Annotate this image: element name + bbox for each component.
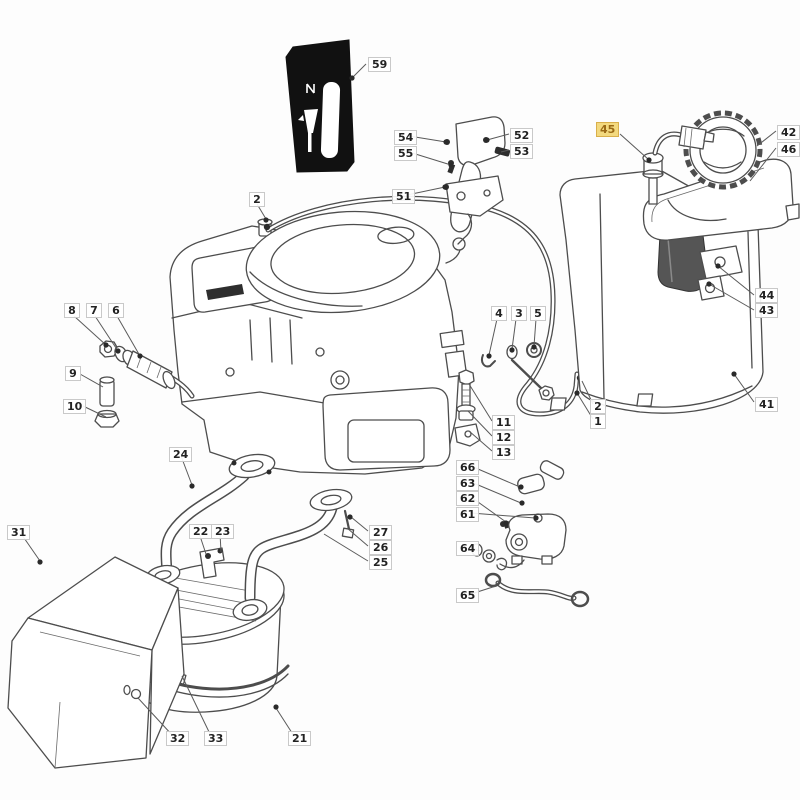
part-label-9[interactable]: 9	[65, 366, 81, 381]
part-label-51[interactable]: 51	[392, 189, 416, 204]
part-label-64[interactable]: 64	[456, 541, 480, 556]
part-label-59[interactable]: 59	[368, 57, 392, 72]
part-label-5[interactable]: 5	[530, 306, 546, 321]
part-label-27[interactable]: 27	[369, 525, 393, 540]
part-label-10[interactable]: 10	[63, 399, 87, 414]
part-label-41[interactable]: 41	[755, 397, 779, 412]
part-label-22[interactable]: 22	[189, 524, 213, 539]
part-label-42[interactable]: 42	[777, 125, 800, 140]
engine-illustration	[169, 210, 468, 475]
part-label-65[interactable]: 65	[456, 588, 480, 603]
part-label-1[interactable]: 1	[590, 414, 606, 429]
exhaust-assembly	[7, 453, 355, 769]
instruction-decal	[285, 39, 355, 173]
part-label-6[interactable]: 6	[108, 303, 124, 318]
part-label-43[interactable]: 43	[755, 303, 779, 318]
part-label-24[interactable]: 24	[169, 447, 193, 462]
part-label-25[interactable]: 25	[369, 555, 393, 570]
part-label-53[interactable]: 53	[510, 144, 534, 159]
part-label-46[interactable]: 46	[777, 142, 800, 157]
part-label-31[interactable]: 31	[7, 525, 31, 540]
part-label-2-bottom[interactable]: 2	[590, 399, 606, 414]
part-label-45[interactable]: 45	[596, 122, 620, 137]
part-label-3[interactable]: 3	[511, 306, 527, 321]
part-label-2-top[interactable]: 2	[249, 192, 265, 207]
fuel-pump-assembly	[471, 460, 590, 608]
part-label-26[interactable]: 26	[369, 540, 393, 555]
part-label-7[interactable]: 7	[86, 303, 102, 318]
part-label-63[interactable]: 63	[456, 476, 480, 491]
part-label-4[interactable]: 4	[491, 306, 507, 321]
part-label-66[interactable]: 66	[456, 460, 480, 475]
part-label-11[interactable]: 11	[492, 415, 516, 430]
part-label-62[interactable]: 62	[456, 491, 480, 506]
part-label-33[interactable]: 33	[204, 731, 228, 746]
part-label-12[interactable]: 12	[492, 430, 516, 445]
part-label-21[interactable]: 21	[288, 731, 312, 746]
fuel-tank	[549, 110, 800, 414]
part-label-52[interactable]: 52	[510, 128, 534, 143]
part-label-61[interactable]: 61	[456, 507, 480, 522]
part-label-55[interactable]: 55	[394, 146, 418, 161]
part-label-44[interactable]: 44	[755, 288, 779, 303]
part-label-8[interactable]: 8	[64, 303, 80, 318]
part-label-54[interactable]: 54	[394, 130, 418, 145]
part-label-32[interactable]: 32	[166, 731, 190, 746]
part-label-13[interactable]: 13	[492, 445, 516, 460]
part-label-23[interactable]: 23	[211, 524, 235, 539]
